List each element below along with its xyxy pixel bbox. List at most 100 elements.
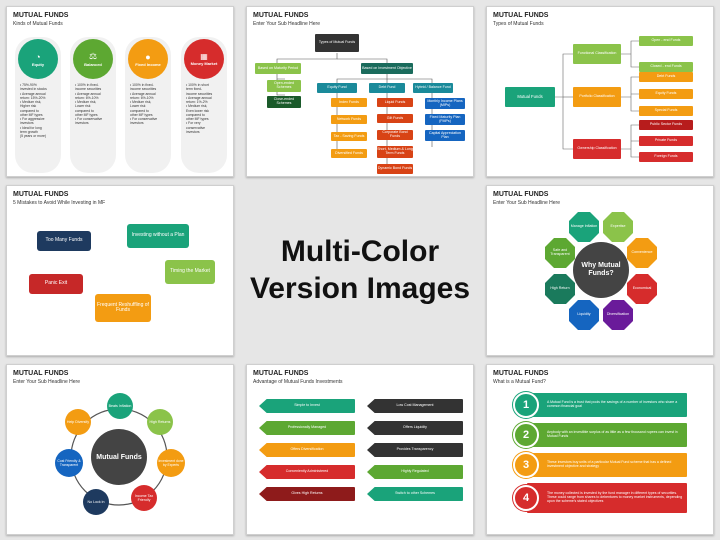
node-maturity: Based on Maturity Period — [255, 63, 301, 74]
slide-advantages[interactable]: MUTUAL FUNDS Advantage of Mutual Funds I… — [246, 364, 474, 535]
step-bar-1: A Mutual Fund is a trust that pools the … — [527, 393, 687, 417]
step-text: A Mutual Fund is a trust that pools the … — [547, 400, 678, 408]
step-number: 2 — [522, 429, 530, 441]
oct-liquidity: Liquidity — [569, 300, 599, 330]
slide-subtitle: Enter Your Sub Headline Here — [13, 379, 80, 385]
step-num-1: 1 — [513, 392, 539, 418]
node-open-ended: Open-ended Schemes — [267, 80, 301, 92]
oct-high-return: High Return — [545, 274, 575, 304]
center-headline: Multi-Color Version Images — [249, 234, 471, 306]
adv-right-3: Provides Transparency — [367, 443, 463, 457]
slide-title: MUTUAL FUNDS — [493, 370, 549, 377]
oct-safe-transparent: Safe and Transparent — [545, 238, 575, 268]
balanced-label: Balanced — [84, 62, 102, 67]
step-number: 1 — [522, 399, 530, 411]
node-liquid-funds: Liquid Funds — [377, 98, 413, 107]
coin-icon: ● — [145, 51, 151, 62]
fixed-income-text: • 100% in fixed- income securities • Ave… — [130, 83, 158, 126]
node-debt-fund: Debt Fund — [369, 83, 405, 93]
bubble-no-plan: Investing without a Plan — [127, 224, 189, 248]
adv-right-2: Offers Liquidity — [367, 421, 463, 435]
node-experts: Investment done by Experts — [157, 449, 185, 477]
slide-subtitle: Enter Your Sub Headline Here — [253, 21, 320, 27]
node-dynamic-bond: Dynamic Bond Funds — [377, 164, 413, 174]
adv-left-4: Conveniently Administered — [259, 465, 355, 479]
step-num-2: 2 — [513, 422, 539, 448]
item-foreign: Foreign Funds — [639, 152, 693, 162]
node-no-lock-in: No Lock in — [83, 489, 109, 515]
node-corporate-bond: Corporate Bond Funds — [377, 130, 413, 140]
bar-chart-icon: ▦ — [200, 52, 208, 61]
oct-economical: Economical — [627, 274, 657, 304]
slide-what-is-mf[interactable]: MUTUAL FUNDS What is a Mutual Fund? A Mu… — [486, 364, 714, 535]
oct-expertise: Expertise — [603, 212, 633, 242]
node-mip: Monthly Income Plans (MIPs) — [425, 98, 465, 109]
item-closed-end: Closed - end Funds — [639, 62, 693, 72]
cycle-center-label: Mutual Funds — [96, 453, 142, 461]
slide-mistakes[interactable]: MUTUAL FUNDS 5 Mistakes to Avoid While I… — [6, 185, 234, 356]
oct-convenience: Convenience — [627, 238, 657, 268]
tree-root: Types of Mutual Funds — [315, 34, 359, 52]
node-gilt-funds: Gilt Funds — [377, 114, 413, 123]
node-index-funds: Index Funds — [331, 98, 367, 107]
node-cost-friendly: Cost Friendly & Transparent — [55, 449, 83, 477]
bubble-timing: Timing the Market — [165, 260, 215, 284]
slide-benefits-cycle[interactable]: MUTUAL FUNDS Enter Your Sub Headline Her… — [6, 364, 234, 535]
node-tax-friendly: Income Tax Friendly — [131, 485, 157, 511]
fixed-income-label: Fixed Income — [135, 61, 161, 67]
step-bar-3: These investors buy units of a particula… — [527, 453, 687, 477]
bubble-reshuffling: Frequent Reshuffling of Funds — [95, 294, 151, 322]
pie-icon: ◔ — [35, 51, 41, 62]
node-objective: Based on Investment Objective — [361, 63, 413, 74]
node-equity-fund: Equity Fund — [317, 83, 357, 93]
step-bar-4: The money collected is invested by the f… — [527, 483, 687, 513]
adv-left-5: Gives High Returns — [259, 487, 355, 501]
money-market-text: • 100% in short term fixed- income secur… — [186, 83, 213, 134]
step-text: The money collected is invested by the f… — [547, 491, 683, 503]
item-open-end: Open - end Funds — [639, 36, 693, 46]
item-equity: Equity Funds — [639, 89, 693, 99]
node-close-ended: Close-ended Schemes — [267, 96, 301, 108]
bubble-too-many-funds: Too Many Funds — [37, 231, 91, 251]
balanced-text: • 100% in fixed- income securities • Ave… — [75, 83, 103, 126]
node-hybrid-fund: Hybrid / Balance Fund — [413, 83, 453, 93]
node-capital-appreciation: Capital Appreciation Plan — [425, 130, 465, 141]
scale-icon: ⚖ — [88, 51, 98, 61]
item-public-sector: Public Sector Funds — [639, 120, 693, 130]
node-beats-inflation: Beats Inflation — [107, 393, 133, 419]
slide-subtitle: What is a Mutual Fund? — [493, 379, 546, 385]
node-short-medium-long: Short, Medium & Long Term Funds — [377, 146, 413, 158]
node-high-returns: High Returns — [147, 409, 173, 435]
slide-subtitle: Kinds of Mutual Funds — [13, 21, 63, 27]
adv-left-1: Simple to Invest — [259, 399, 355, 413]
node-label: No Lock in — [87, 500, 105, 504]
adv-right-5: Switch to other Schemes — [367, 487, 463, 501]
step-num-3: 3 — [513, 452, 539, 478]
adv-right-1: Low Cost Management — [367, 399, 463, 413]
bubble-panic-exit: Panic Exit — [29, 274, 83, 294]
item-special: Special Funds — [639, 106, 693, 116]
slide-title: MUTUAL FUNDS — [253, 12, 309, 19]
money-market-label: Money Market — [190, 61, 218, 66]
step-number: 3 — [522, 459, 530, 471]
slide-types-tree[interactable]: MUTUAL FUNDS Enter Your Sub Headline Her… — [246, 6, 474, 177]
slide-subtitle: Types of Mutual Funds — [493, 21, 544, 27]
item-private: Private Funds — [639, 136, 693, 146]
slide-why-funds[interactable]: MUTUAL FUNDS Enter Your Sub Headline Her… — [486, 185, 714, 356]
mf-root: Mutual Funds — [505, 87, 555, 107]
functional-class: Functional Classification — [573, 44, 621, 64]
node-help-diversify: Help Diversify — [65, 409, 91, 435]
node-label: Investment done by Experts — [158, 459, 184, 467]
slide-subtitle: Enter Your Sub Headline Here — [493, 200, 560, 206]
slide-subtitle: 5 Mistakes to Avoid While Investing in M… — [13, 200, 106, 206]
cycle-center: Mutual Funds — [91, 429, 147, 485]
step-number: 4 — [522, 492, 530, 504]
equity-text: • 75%-90% invested in stocks • Average a… — [20, 83, 47, 138]
slide-kinds-of-funds[interactable]: MUTUAL FUNDS Kinds of Mutual Funds ◔ Equ… — [6, 6, 234, 177]
node-label: Income Tax Friendly — [134, 494, 154, 502]
balanced-badge: ⚖ Balanced — [73, 39, 113, 79]
fixed-income-badge: ● Fixed Income — [128, 39, 168, 79]
slide-classification[interactable]: MUTUAL FUNDS Types of Mutual Funds Mutua… — [486, 6, 714, 177]
node-tax-saving-funds: Tax - Saving Funds — [331, 132, 367, 141]
